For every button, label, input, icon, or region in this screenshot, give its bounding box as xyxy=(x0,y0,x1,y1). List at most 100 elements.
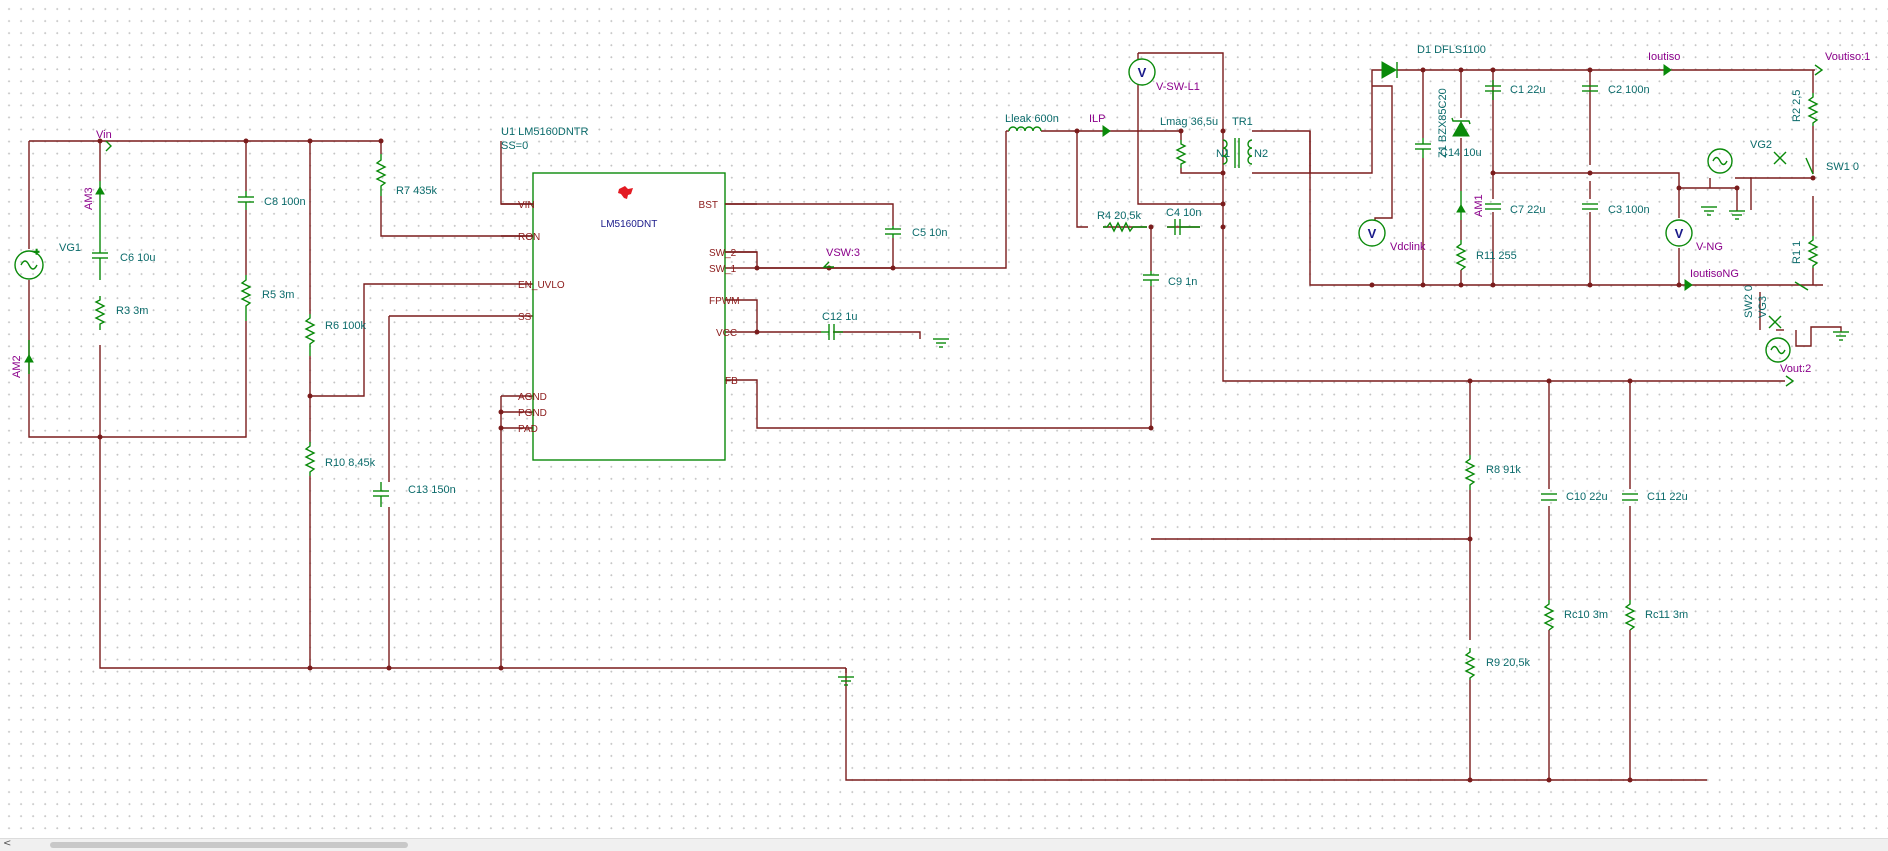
c6-capacitor[interactable]: C6 10u xyxy=(92,245,155,280)
r9-resistor[interactable]: R9 20,5k xyxy=(1464,648,1531,680)
c14-capacitor[interactable]: C14 10u xyxy=(1415,138,1482,159)
pin-sw1: SW_1 xyxy=(709,264,737,275)
n1-label: N1 xyxy=(1216,148,1230,160)
c13-label: C13 150n xyxy=(408,484,456,496)
lleak-inductor[interactable]: Lleak 600n xyxy=(1005,113,1059,132)
c7-capacitor[interactable]: C7 22u xyxy=(1485,203,1545,216)
r2-label: R2 2,5 xyxy=(1791,90,1803,122)
c5-label: C5 10n xyxy=(912,227,947,239)
c8-label: C8 100n xyxy=(264,196,306,208)
z1-zener[interactable]: Z1 BZX85C20 xyxy=(1437,88,1471,158)
c6-label: C6 10u xyxy=(120,252,155,264)
vg1-source[interactable]: + VG1 xyxy=(14,242,81,280)
r8-resistor[interactable]: R8 91k xyxy=(1464,455,1521,490)
node-ioutisong-label: IoutisoNG xyxy=(1690,268,1739,280)
ti-logo-icon xyxy=(618,186,633,199)
node-ilp[interactable]: ILP xyxy=(1089,113,1111,137)
scrollbar-thumb[interactable] xyxy=(50,842,408,848)
vg2-source[interactable]: VG2 xyxy=(1707,139,1787,174)
sw2-switch[interactable]: SW2 0 xyxy=(1743,281,1809,318)
pin-vin: VIN xyxy=(518,200,535,211)
r4-resistor[interactable]: R4 20,5k xyxy=(1097,210,1147,233)
ground-icon xyxy=(1701,206,1717,216)
r7-resistor[interactable]: R7 435k xyxy=(375,154,437,197)
node-vsw-label: VSW:3 xyxy=(826,247,860,259)
node-vsw[interactable]: VSW:3 xyxy=(822,247,860,268)
c3-capacitor[interactable]: C3 100n xyxy=(1582,203,1650,216)
c1-label: C1 22u xyxy=(1510,84,1545,96)
node-vin[interactable]: Vin xyxy=(96,129,112,152)
scroll-left-icon[interactable]: < xyxy=(3,838,12,849)
wires xyxy=(28,52,1842,781)
d1-diode[interactable]: D1 DFLS1100 xyxy=(1381,44,1486,79)
node-voutiso-label: Voutiso:1 xyxy=(1825,51,1870,63)
r6-resistor[interactable]: R6 100k xyxy=(304,314,366,356)
node-ioutiso-label: Ioutiso xyxy=(1648,51,1680,63)
pin-pad: PAD xyxy=(518,424,538,435)
c4-capacitor[interactable]: C4 10n xyxy=(1166,207,1201,235)
c9-capacitor[interactable]: C9 1n xyxy=(1143,271,1197,288)
ground-icon xyxy=(933,338,949,348)
r4-label: R4 20,5k xyxy=(1097,210,1142,222)
c13-capacitor[interactable]: C13 150n xyxy=(373,482,456,507)
ground-icon xyxy=(1833,331,1849,341)
node-ioutiso[interactable]: Ioutiso xyxy=(1648,51,1680,76)
node-voutiso[interactable]: Voutiso:1 xyxy=(1814,51,1870,76)
rc11-resistor[interactable]: Rc11 3m xyxy=(1624,600,1688,631)
pin-ss: SS xyxy=(518,312,532,323)
vg3-source[interactable]: VG3 xyxy=(1757,296,1791,363)
tr1-label: TR1 xyxy=(1232,116,1253,128)
tr1-transformer[interactable]: TR1 N1 N2 xyxy=(1216,116,1268,168)
r5-resistor[interactable]: R5 3m xyxy=(240,275,294,321)
d1-label: D1 DFLS1100 xyxy=(1417,44,1486,56)
pin-sw2: SW_2 xyxy=(709,248,737,259)
am1-ammeter[interactable]: AM1 xyxy=(1456,191,1485,220)
pin-vcc: VCC xyxy=(716,328,737,339)
voltmeter-v-sw-l1[interactable]: V V-SW-L1 xyxy=(1128,58,1200,93)
node-ioutisong[interactable]: IoutisoNG xyxy=(1684,268,1739,291)
c12-label: C12 1u xyxy=(822,311,857,323)
c12-capacitor[interactable]: C12 1u xyxy=(821,311,857,340)
r1-resistor[interactable]: R1 1 xyxy=(1791,236,1819,268)
c11-capacitor[interactable]: C11 22u xyxy=(1622,491,1688,503)
r11-resistor[interactable]: R11 255 xyxy=(1455,240,1517,271)
pin-fb: FB xyxy=(725,376,738,387)
r2-resistor[interactable]: R2 2,5 xyxy=(1791,90,1819,126)
v-sw-l1-symbol: V xyxy=(1138,65,1147,80)
ic-ref-label: U1 LM5160DNTR xyxy=(501,126,588,138)
rc10-resistor[interactable]: Rc10 3m xyxy=(1543,600,1608,631)
node-vout-label: Vout:2 xyxy=(1780,363,1811,375)
ic-part-name: LM5160DNT xyxy=(601,219,658,230)
am3-ammeter[interactable]: AM3 xyxy=(83,181,105,245)
ic-u1[interactable]: LM5160DNT U1 LM5160DNTR SS=0 VIN RON EN_… xyxy=(501,126,757,461)
sw1-switch[interactable]: SW1 0 xyxy=(1805,157,1859,175)
lmag-inductor[interactable]: Lmag 36,5u xyxy=(1160,116,1218,168)
r3-resistor[interactable]: R3 3m xyxy=(94,296,148,330)
z1-label: Z1 BZX85C20 xyxy=(1437,88,1449,158)
ground-icon xyxy=(838,676,854,686)
vg1-label: VG1 xyxy=(59,242,81,254)
c5-capacitor[interactable]: C5 10n xyxy=(885,226,947,239)
c10-capacitor[interactable]: C10 22u xyxy=(1541,491,1608,503)
vdclink-label: Vdclink xyxy=(1390,241,1426,253)
am2-ammeter[interactable]: AM2 xyxy=(11,340,34,378)
v-ng-label: V-NG xyxy=(1696,241,1723,253)
horizontal-scrollbar[interactable]: < xyxy=(0,838,1888,851)
c8-capacitor[interactable]: C8 100n xyxy=(238,191,306,210)
am1-label: AM1 xyxy=(1473,194,1485,217)
voltmeter-vdclink[interactable]: V Vdclink xyxy=(1358,219,1426,253)
ic-param-label: SS=0 xyxy=(501,140,528,152)
pin-agnd: AGND xyxy=(518,392,547,403)
node-vout[interactable]: Vout:2 xyxy=(1780,363,1811,387)
sw1-label: SW1 0 xyxy=(1826,161,1859,173)
c4-label: C4 10n xyxy=(1166,207,1201,219)
c10-label: C10 22u xyxy=(1566,491,1608,503)
c1-capacitor[interactable]: C1 22u xyxy=(1485,80,1545,100)
c2-capacitor[interactable]: C2 100n xyxy=(1582,84,1650,96)
c3-label: C3 100n xyxy=(1608,204,1650,216)
sw2-label: SW2 0 xyxy=(1743,285,1755,318)
ground-icon xyxy=(1729,210,1745,220)
r10-resistor[interactable]: R10 8,45k xyxy=(304,442,376,476)
voltmeter-v-ng[interactable]: V V-NG xyxy=(1665,219,1723,253)
